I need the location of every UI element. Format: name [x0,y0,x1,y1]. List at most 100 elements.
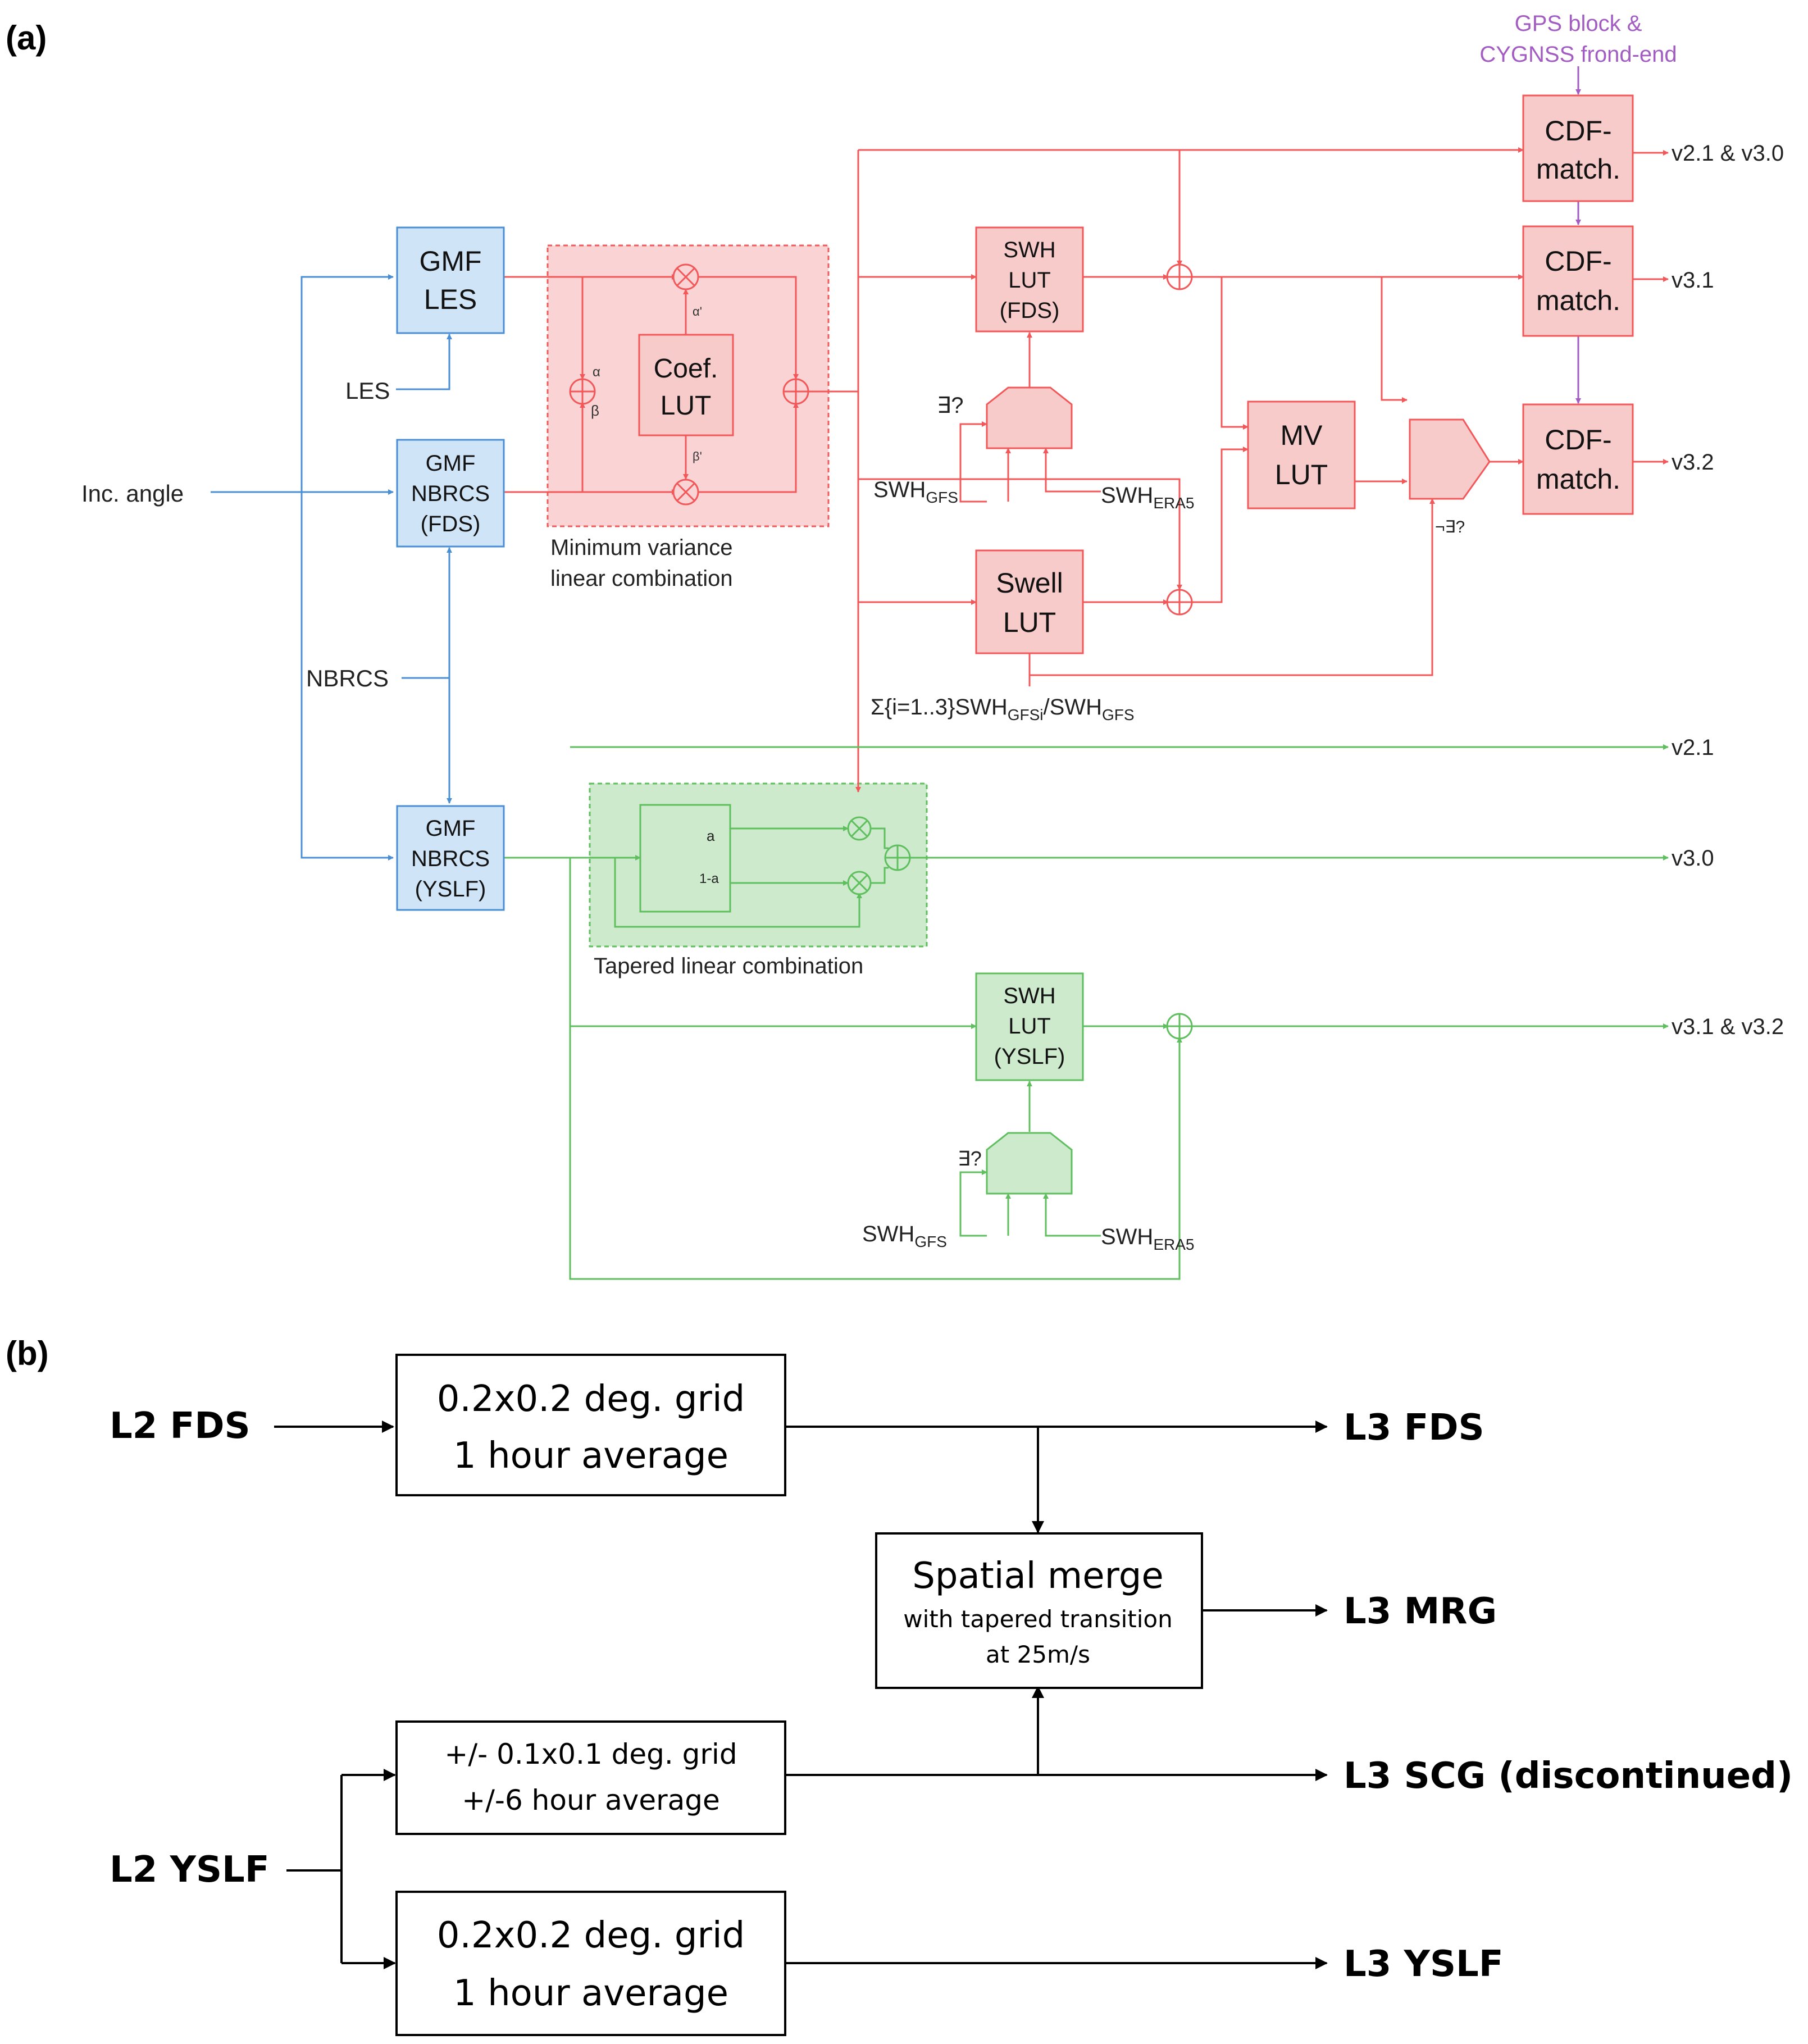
tapered-caption: Tapered linear combination [594,954,863,978]
output-v30: v3.0 [1672,846,1714,871]
gmf-fds-block: GMF NBRCS (FDS) [396,439,505,548]
mv-lut-line1: MV [1281,420,1323,451]
grid-scg-line1: +/- 0.1x0.1 deg. grid [444,1738,737,1770]
blue-connections [211,274,452,861]
weight-1-a: 1-a [699,871,719,886]
swh-lut-yslf-line3: (YSLF) [994,1044,1065,1069]
adder-yslf [1166,1013,1193,1040]
l3-scg-label: L3 SCG (discontinued) [1344,1755,1793,1797]
gmf-les-block: GMF LES [396,226,505,334]
swell-lut-line2: LUT [1003,607,1056,638]
output-v21-v30: v2.1 & v3.0 [1672,141,1784,166]
coef-lut-block: Coef. LUT [638,334,734,436]
inc-angle-label: Inc. angle [81,480,184,507]
panel-b: (b) L2 FDS L2 YSLF 0.2x0.2 deg. grid 1 h… [6,1335,1793,2036]
grid-yslf-line1: 0.2x0.2 deg. grid [437,1915,745,1956]
green-connections [504,744,1669,1280]
coef-lut-line1: Coef. [654,354,718,384]
gmf-les-line2: LES [424,284,477,315]
output-v21: v2.1 [1672,735,1714,760]
nbrcs-input-label: NBRCS [306,665,389,691]
output-v31: v3.1 [1672,268,1714,293]
weight-beta-prime: β' [693,449,702,463]
output-v32: v3.2 [1672,450,1714,475]
gmf-yslf-line2: NBRCS [411,846,490,871]
gmf-fds-line1: GMF [426,451,476,476]
swh-lut-fds-line3: (FDS) [1000,298,1060,323]
gmf-les-line1: GMF [419,245,481,277]
multiplier-a [847,816,872,841]
l3-yslf-label: L3 YSLF [1344,1943,1504,1985]
red-connections [504,147,1669,793]
spatial-merge-title: Spatial merge [912,1555,1164,1597]
mv-caption-line2: linear combination [550,566,733,591]
gps-label-line1: GPS block & [1515,11,1642,36]
l2-yslf-label: L2 YSLF [110,1849,270,1891]
coef-lut-line2: LUT [661,391,712,421]
les-input-label: LES [345,377,390,404]
exists-label-green: ∃? [958,1147,982,1170]
cdf3-line2: match. [1536,463,1620,495]
gmf-yslf-line1: GMF [426,816,476,841]
panel-b-label: (b) [6,1335,49,1372]
adder-right [782,378,809,405]
tapered-weight-block [639,804,731,913]
spatial-merge-sub1: with tapered transition [903,1605,1172,1633]
output-v31-v32: v3.1 & v3.2 [1672,1014,1784,1039]
existence-switch-green [986,1132,1073,1195]
panel-b-connections [274,1421,1328,1969]
panel-a-label: (a) [6,19,47,57]
multiplier-beta [672,479,699,506]
panel-a: (a) [6,11,1784,1280]
cdf2-line2: match. [1536,285,1620,316]
swell-lut-block: Swell LUT [975,549,1084,654]
not-exists-label: ¬∃? [1435,518,1465,536]
grid-scg-box: +/- 0.1x0.1 deg. grid +/-6 hour average [395,1720,786,1835]
existence-switch-red [986,386,1073,449]
l2-fds-label: L2 FDS [110,1405,251,1447]
swh-lut-fds-block: SWH LUT (FDS) [975,226,1084,333]
cdf1-line2: match. [1536,153,1620,185]
multiplier-1-a [847,871,872,895]
swh-lut-fds-line2: LUT [1008,268,1051,293]
l3-fds-label: L3 FDS [1344,1407,1484,1449]
swh-lut-yslf-line2: LUT [1008,1014,1051,1039]
swh-lut-yslf-line1: SWH [1003,984,1055,1008]
cdf-match-3-block: CDF- match. [1522,403,1634,515]
grid-yslf-line2: 1 hour average [453,1973,728,2014]
l3-mrg-label: L3 MRG [1344,1591,1497,1632]
cdf-match-2-block: CDF- match. [1522,225,1634,337]
cdf-match-1-block: CDF- match. [1522,94,1634,202]
gmf-fds-line2: NBRCS [411,481,490,506]
swh-gfs-label-red: SWHGFS [873,477,958,506]
mv-lut-block: MV LUT [1247,400,1356,509]
multiplier-alpha [672,263,699,290]
spatial-merge-sub2: at 25m/s [986,1641,1090,1668]
weight-a: a [707,827,715,844]
adder-left [569,378,596,405]
exists-label-red: ∃? [937,393,964,418]
grid-fds-line1: 0.2x0.2 deg. grid [437,1378,745,1420]
grid-fds-line2: 1 hour average [453,1435,728,1477]
cdf1-line1: CDF- [1545,115,1611,147]
output-selector-red [1409,418,1491,500]
swell-lut-line1: Swell [996,567,1063,599]
adder-swh [1166,263,1193,290]
mv-caption-line1: Minimum variance [550,535,733,560]
cdf3-line1: CDF- [1545,424,1611,456]
swh-era5-label-green: SWHERA5 [1101,1224,1194,1253]
grid-yslf-box: 0.2x0.2 deg. grid 1 hour average [395,1891,786,2036]
swh-lut-yslf-block: SWH LUT (YSLF) [975,972,1084,1081]
gmf-yslf-block: GMF NBRCS (YSLF) [396,805,505,911]
adder-tapered [884,844,911,871]
mv-lut-line2: LUT [1275,459,1328,490]
swh-sum-ratio-label: Σ{i=1..3}SWHGFSi/SWHGFS [871,695,1135,723]
gmf-yslf-line3: (YSLF) [415,877,486,902]
grid-fds-box: 0.2x0.2 deg. grid 1 hour average [395,1354,786,1496]
weight-beta: β [591,402,599,419]
gps-label-line2: CYGNSS frond-end [1479,42,1677,67]
swh-lut-fds-line1: SWH [1003,238,1055,262]
spatial-merge-box: Spatial merge with tapered transition at… [875,1532,1203,1689]
adder-swell [1166,589,1193,616]
